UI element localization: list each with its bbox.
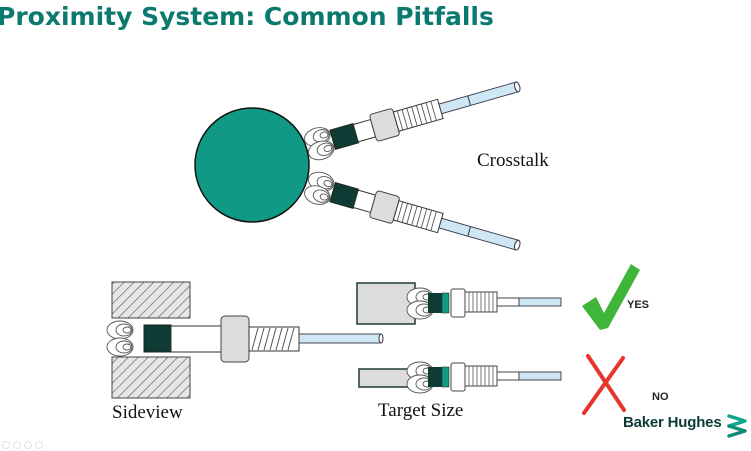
housing-lower (111, 356, 191, 399)
slide-nav-dots (2, 441, 43, 449)
nav-dot[interactable] (13, 441, 21, 449)
sideview-diagram (106, 281, 384, 399)
nav-dot[interactable] (35, 441, 43, 449)
baker-hughes-logo-icon (727, 414, 747, 438)
target-large (356, 282, 416, 325)
target-shaft-circle (194, 107, 310, 223)
brand-name: Baker Hughes (623, 414, 722, 431)
sideview-label: Sideview (112, 402, 183, 423)
crosstalk-diagram (194, 81, 521, 251)
probe-tip (143, 324, 172, 353)
brand-logo: Baker Hughes (623, 414, 722, 431)
lock-nut (220, 315, 250, 363)
housing-upper (111, 281, 191, 319)
nav-dot[interactable] (2, 441, 10, 449)
crosstalk-label: Crosstalk (477, 150, 549, 171)
green-checkmark-icon (582, 264, 640, 330)
target-size-label: Target Size (378, 400, 464, 421)
slide-title: Proximity System: Common Pitfalls (0, 2, 494, 31)
probe-upper (301, 81, 521, 164)
nav-dot[interactable] (24, 441, 32, 449)
target-size-diagram (356, 282, 562, 394)
no-label: NO (652, 391, 669, 403)
yes-label: YES (627, 299, 650, 311)
probe-lower (301, 168, 521, 251)
red-x-icon (582, 354, 626, 415)
